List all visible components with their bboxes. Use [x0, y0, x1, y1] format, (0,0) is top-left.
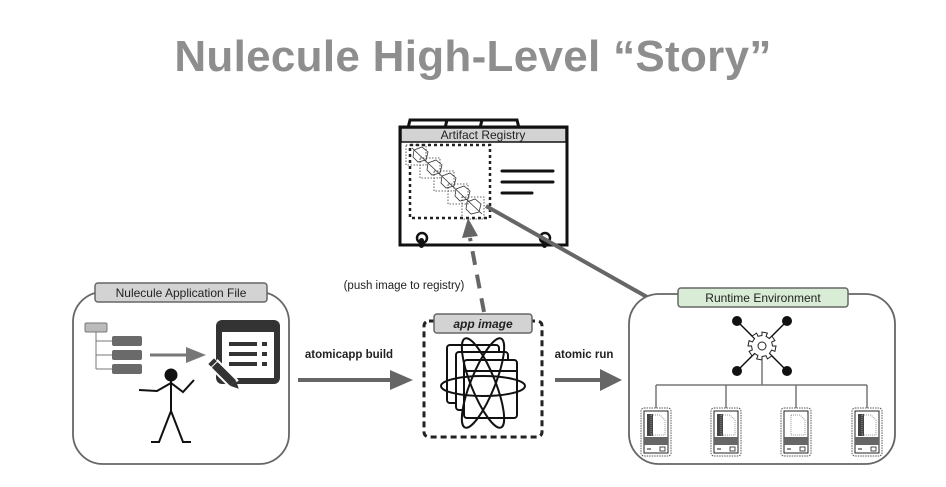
- push-arrow: [462, 218, 486, 313]
- runtime-label: Runtime Environment: [705, 291, 821, 305]
- app-image-label-bar: [433, 313, 533, 334]
- edit-document-icon: [208, 320, 280, 389]
- binder-body: [398, 125, 569, 247]
- runtime-panel[interactable]: Runtime Environment: [628, 287, 896, 465]
- compose-arrow: [150, 347, 206, 363]
- stick-figure-icon: [138, 368, 195, 443]
- runtime-nodes: [640, 407, 883, 457]
- push-label: (push image to registry): [344, 280, 465, 292]
- build-label: atomicapp build: [305, 349, 393, 361]
- tree-structure-icon: [84, 322, 142, 374]
- runtime-node-1[interactable]: [640, 407, 672, 457]
- stored-images-icon: [405, 144, 485, 220]
- app-file-panel[interactable]: Nulecule Application File: [72, 282, 290, 465]
- run-arrow: [555, 369, 622, 391]
- registry-list-lines: [500, 169, 555, 195]
- app-image-label: app image: [453, 317, 513, 331]
- run-label: atomic run: [555, 349, 614, 361]
- app-file-label: Nulecule Application File: [116, 286, 247, 300]
- app-image-panel[interactable]: app image: [422, 313, 544, 439]
- node-connector-lines: [655, 360, 868, 409]
- registry-selection-box: [408, 143, 492, 220]
- push-arrowhead-icon: [462, 218, 478, 238]
- artifact-registry[interactable]: Artifact Registry: [398, 118, 569, 248]
- orchestrator-gear-icon: [732, 316, 792, 376]
- build-arrow: [298, 370, 413, 390]
- registry-label: Artifact Registry: [441, 128, 526, 142]
- registry-label-bar: [400, 127, 567, 143]
- runtime-node-3[interactable]: [780, 407, 812, 457]
- runtime-node-4[interactable]: [851, 407, 883, 457]
- runtime-label-bar: [677, 287, 849, 308]
- app-file-label-bar: [94, 282, 268, 303]
- page-title: Nulecule High-Level “Story”: [174, 32, 772, 81]
- container-stack-icon: [440, 337, 526, 429]
- runtime-node-2[interactable]: [710, 407, 742, 457]
